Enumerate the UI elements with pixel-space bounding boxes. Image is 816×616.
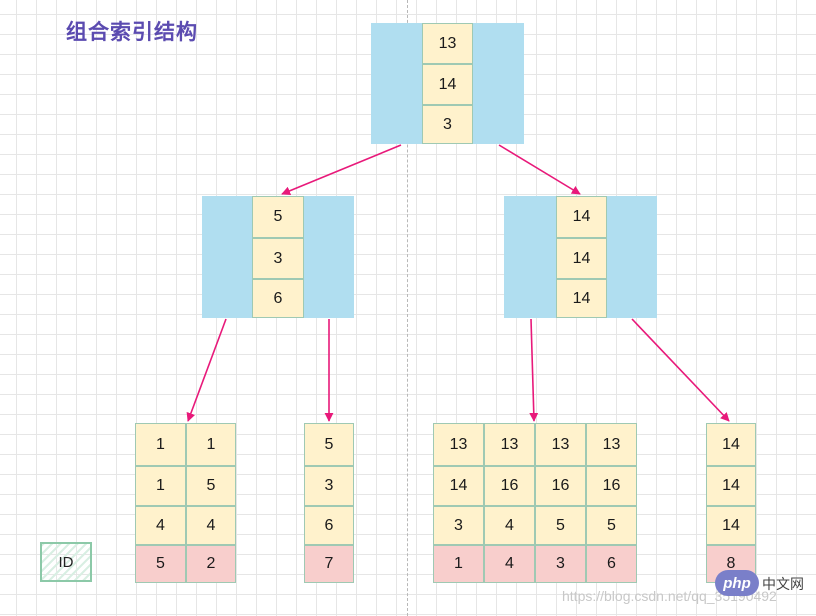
internal-key-cell: 3 <box>252 238 304 279</box>
leaf-key-cell: 14 <box>706 506 756 545</box>
leaf-key-cell: 13 <box>586 423 637 466</box>
diagram-title: 组合索引结构 <box>66 19 198 44</box>
leaf-key-cell: 1 <box>186 423 236 466</box>
leaf-key-cell: 6 <box>304 506 354 545</box>
leaf-id-cell: 4 <box>484 545 535 583</box>
leaf-key-cell: 5 <box>304 423 354 466</box>
leaf-id-cell: 3 <box>535 545 586 583</box>
leaf-key-cell: 14 <box>706 466 756 506</box>
leaf-id-cell: 7 <box>304 545 354 583</box>
leaf-key-cell: 13 <box>535 423 586 466</box>
leaf-key-cell: 16 <box>586 466 637 506</box>
leaf-key-cell: 5 <box>186 466 236 506</box>
leaf-key-cell: 3 <box>433 506 484 545</box>
root-key-cell: 14 <box>422 64 473 105</box>
leaf-key-cell: 4 <box>186 506 236 545</box>
id-legend-label: ID <box>58 553 74 571</box>
internal-key-cell: 14 <box>556 196 607 238</box>
leaf-key-cell: 4 <box>135 506 186 545</box>
leaf-key-cell: 14 <box>706 423 756 466</box>
leaf-key-cell: 1 <box>135 423 186 466</box>
id-legend-box: ID <box>40 542 92 582</box>
center-divider <box>407 0 408 616</box>
leaf-key-cell: 16 <box>484 466 535 506</box>
php-logo-icon: php <box>715 570 759 596</box>
edge-left-to-leaf-1 <box>186 318 227 422</box>
leaf-id-cell: 6 <box>586 545 637 583</box>
leaf-key-cell: 4 <box>484 506 535 545</box>
leaf-key-cell: 5 <box>586 506 637 545</box>
edge-root-to-right <box>498 144 581 195</box>
leaf-key-cell: 13 <box>484 423 535 466</box>
php-logo-text: 中文网 <box>762 576 804 592</box>
leaf-id-cell: 1 <box>433 545 484 583</box>
edge-right-to-leaf-3 <box>529 318 539 422</box>
internal-key-cell: 6 <box>252 279 304 318</box>
leaf-key-cell: 16 <box>535 466 586 506</box>
root-key-cell: 13 <box>422 23 473 64</box>
leaf-id-cell: 5 <box>135 545 186 583</box>
edge-root-to-left <box>281 144 402 196</box>
internal-key-cell: 14 <box>556 279 607 318</box>
leaf-key-cell: 3 <box>304 466 354 506</box>
leaf-key-cell: 5 <box>535 506 586 545</box>
root-key-cell: 3 <box>422 105 473 144</box>
edge-right-to-leaf-4 <box>631 318 730 422</box>
internal-key-cell: 5 <box>252 196 304 238</box>
internal-key-cell: 14 <box>556 238 607 279</box>
leaf-id-cell: 2 <box>186 545 236 583</box>
leaf-key-cell: 1 <box>135 466 186 506</box>
leaf-key-cell: 13 <box>433 423 484 466</box>
leaf-key-cell: 14 <box>433 466 484 506</box>
